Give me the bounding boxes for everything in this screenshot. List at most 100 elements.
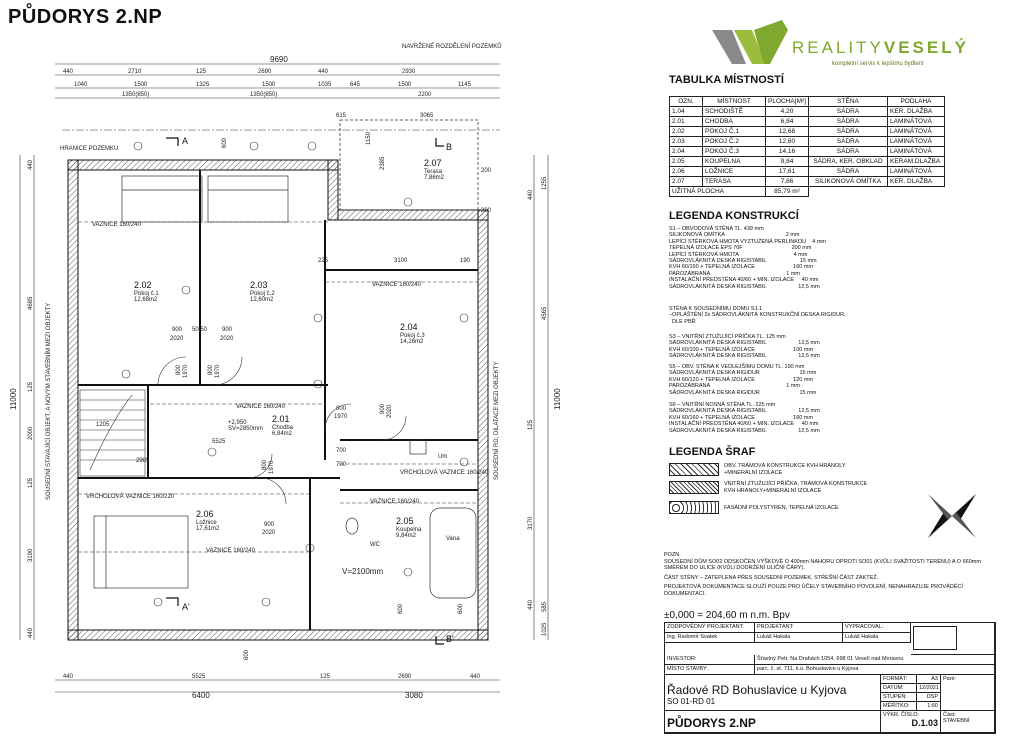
left-dims: 440 4685 125 2000 125 3190 440 11000 xyxy=(9,159,34,638)
beam-label-5: VAZNICE 160/240 xyxy=(206,548,256,554)
svg-text:800: 800 xyxy=(176,364,182,375)
svg-text:1500: 1500 xyxy=(262,82,276,88)
tb-proj-name: Lukáš Hakala xyxy=(755,633,843,643)
svg-text:1350(850): 1350(850) xyxy=(122,92,149,98)
lot-border-label: HRANICE POZEMKU xyxy=(60,146,118,152)
title-block: ZODPOVĚDNÝ PROJEKTANT: PROJEKTANT: VYPRA… xyxy=(664,622,996,734)
col-floor: PODLAHA xyxy=(887,96,945,107)
svg-text:600: 600 xyxy=(458,603,464,614)
svg-text:3190: 3190 xyxy=(28,548,34,562)
svg-text:1500: 1500 xyxy=(398,82,412,88)
svg-text:2690: 2690 xyxy=(398,674,412,680)
hatch-label-2: VNITŘNÍ ZTUŽUJÍCÍ PŘÍČKA, TRÁMOVÁ KONSTR… xyxy=(724,481,868,494)
beam-label-1: VAZNICE 160/240 xyxy=(92,222,142,228)
svg-text:1970: 1970 xyxy=(334,414,348,420)
sink-label: Um xyxy=(438,454,447,460)
svg-text:700: 700 xyxy=(336,448,347,454)
hatch-label-1: OBV. TRÁMOVÁ KONSTRUKCE KVH HRANOLY +MIN… xyxy=(724,463,846,476)
tb-part: Část: STAVEBNÍ xyxy=(941,711,995,733)
hatch-swatch-1 xyxy=(669,463,719,476)
interior-walls xyxy=(78,170,478,630)
svg-text:A: A xyxy=(182,136,188,146)
svg-text:Terasa: Terasa xyxy=(424,169,443,175)
page-title: PŮDORYS 2.NP xyxy=(8,6,163,28)
svg-text:125: 125 xyxy=(196,69,207,75)
tb-part-label: Část: xyxy=(943,712,956,718)
svg-text:700: 700 xyxy=(336,462,347,468)
svg-text:3065: 3065 xyxy=(420,113,434,119)
svg-text:615: 615 xyxy=(336,113,347,119)
floor-plan: 9690 NAVRŽENÉ ROZDĚLENÍ POZEMKŮ 440 2710… xyxy=(9,42,562,700)
svg-text:1970: 1970 xyxy=(269,460,275,474)
legend-s6: S6 – VNITŘNÍ NOSNÁ STĚNA TL. 225 mm SÁDR… xyxy=(669,402,820,434)
svg-text:Pokoj č.2: Pokoj č.2 xyxy=(250,291,275,297)
notes-head: POZN. xyxy=(664,552,681,558)
room-table: OZN. MÍSTNOST PLOCHA[M²] STĚNA PODLAHA 1… xyxy=(669,96,945,197)
svg-text:1205: 1205 xyxy=(96,422,110,428)
svg-text:900: 900 xyxy=(380,403,386,414)
svg-text:9,84m2: 9,84m2 xyxy=(396,533,417,539)
border-note: NAVRŽENÉ ROZDĚLENÍ POZEMKŮ xyxy=(402,42,502,50)
tb-project-name: Řadové RD Bohuslavice u Kyjova xyxy=(667,683,847,697)
svg-text:585: 585 xyxy=(542,601,548,612)
roof-beams xyxy=(78,221,478,553)
fixture-markers xyxy=(121,141,469,607)
svg-text:1350(850): 1350(850) xyxy=(250,92,277,98)
legend-construction-title: LEGENDA KONSTRUKCÍ xyxy=(669,210,799,222)
svg-text:2.04: 2.04 xyxy=(400,322,418,332)
terrace xyxy=(339,119,479,211)
beam-label-7: VAZNICE 160/240 xyxy=(370,499,420,505)
neighbour-label: SOUSEDNÍ RD, DILATACE MEZI OBJEKTY xyxy=(493,362,500,480)
tb-sheet-label: VÝKR. ČÍSLO: xyxy=(883,712,920,718)
wc-label: WC xyxy=(370,542,381,548)
notes-line-1: SOUSEDNÍ DŮM SO02 ODSKOČEN VÝŠKOVĚ O 400… xyxy=(664,558,981,572)
svg-text:4565: 4565 xyxy=(542,306,548,320)
svg-text:800: 800 xyxy=(208,364,214,375)
bathtub-label: Vana xyxy=(446,536,460,542)
svg-text:6,84m2: 6,84m2 xyxy=(272,431,293,437)
brand-logo-mark xyxy=(712,20,788,64)
svg-text:2.07: 2.07 xyxy=(424,158,442,168)
svg-text:190: 190 xyxy=(460,258,471,264)
top-dims-row2: 1040 1500 1325 1500 1035 645 1500 1145 xyxy=(74,82,472,88)
svg-text:3170: 3170 xyxy=(528,516,534,530)
svg-text:50 50: 50 50 xyxy=(192,327,208,333)
svg-text:125: 125 xyxy=(28,477,34,488)
svg-text:5525: 5525 xyxy=(192,674,206,680)
svg-text:900: 900 xyxy=(222,327,233,333)
beam-label-4: VRCHOLOVÁ VAZNICE 160/220 xyxy=(86,493,175,500)
svg-text:2020: 2020 xyxy=(262,530,276,536)
tb-sheet-number: D.1.03 xyxy=(911,718,938,728)
svg-text:440: 440 xyxy=(28,627,34,638)
svg-text:225: 225 xyxy=(318,258,329,264)
top-dims-row3: 1350(850) 1350(850) 2200 xyxy=(122,92,432,98)
legend-s1: S1 – OBVODOVÁ STĚNA TL. 439 mm SILIKONOV… xyxy=(669,226,826,290)
svg-text:440: 440 xyxy=(28,159,34,170)
legend-s5: S5 – OBV. STĚNA K VEDLEJŠÍMU DOMU TL. 19… xyxy=(669,364,817,396)
svg-text:1035: 1035 xyxy=(318,82,332,88)
svg-text:1325: 1325 xyxy=(196,82,210,88)
svg-text:1255: 1255 xyxy=(542,176,548,190)
svg-text:125: 125 xyxy=(28,381,34,392)
svg-text:2.01: 2.01 xyxy=(272,414,290,424)
room-table-title: TABULKA MÍSTNOSTÍ xyxy=(669,74,784,86)
col-id: OZN. xyxy=(669,96,703,107)
tb-stage-label: STUPEŇ: xyxy=(881,693,917,702)
svg-text:440: 440 xyxy=(470,674,481,680)
svg-text:3080: 3080 xyxy=(405,691,423,700)
tb-project: Řadové RD Bohuslavice u Kyjova SO 01-RD … xyxy=(665,675,881,711)
right-dims: 440 1255 4565 125 3170 440 585 1025 1100… xyxy=(528,176,562,636)
svg-text:600: 600 xyxy=(222,137,228,148)
svg-text:11000: 11000 xyxy=(9,388,18,410)
svg-text:1500: 1500 xyxy=(134,82,148,88)
tb-stamp xyxy=(911,623,995,655)
tb-proj-label: PROJEKTANT: xyxy=(755,623,843,633)
svg-text:Pokoj č.3: Pokoj č.3 xyxy=(400,333,425,339)
svg-text:1970: 1970 xyxy=(183,364,189,378)
svg-text:125: 125 xyxy=(320,674,331,680)
